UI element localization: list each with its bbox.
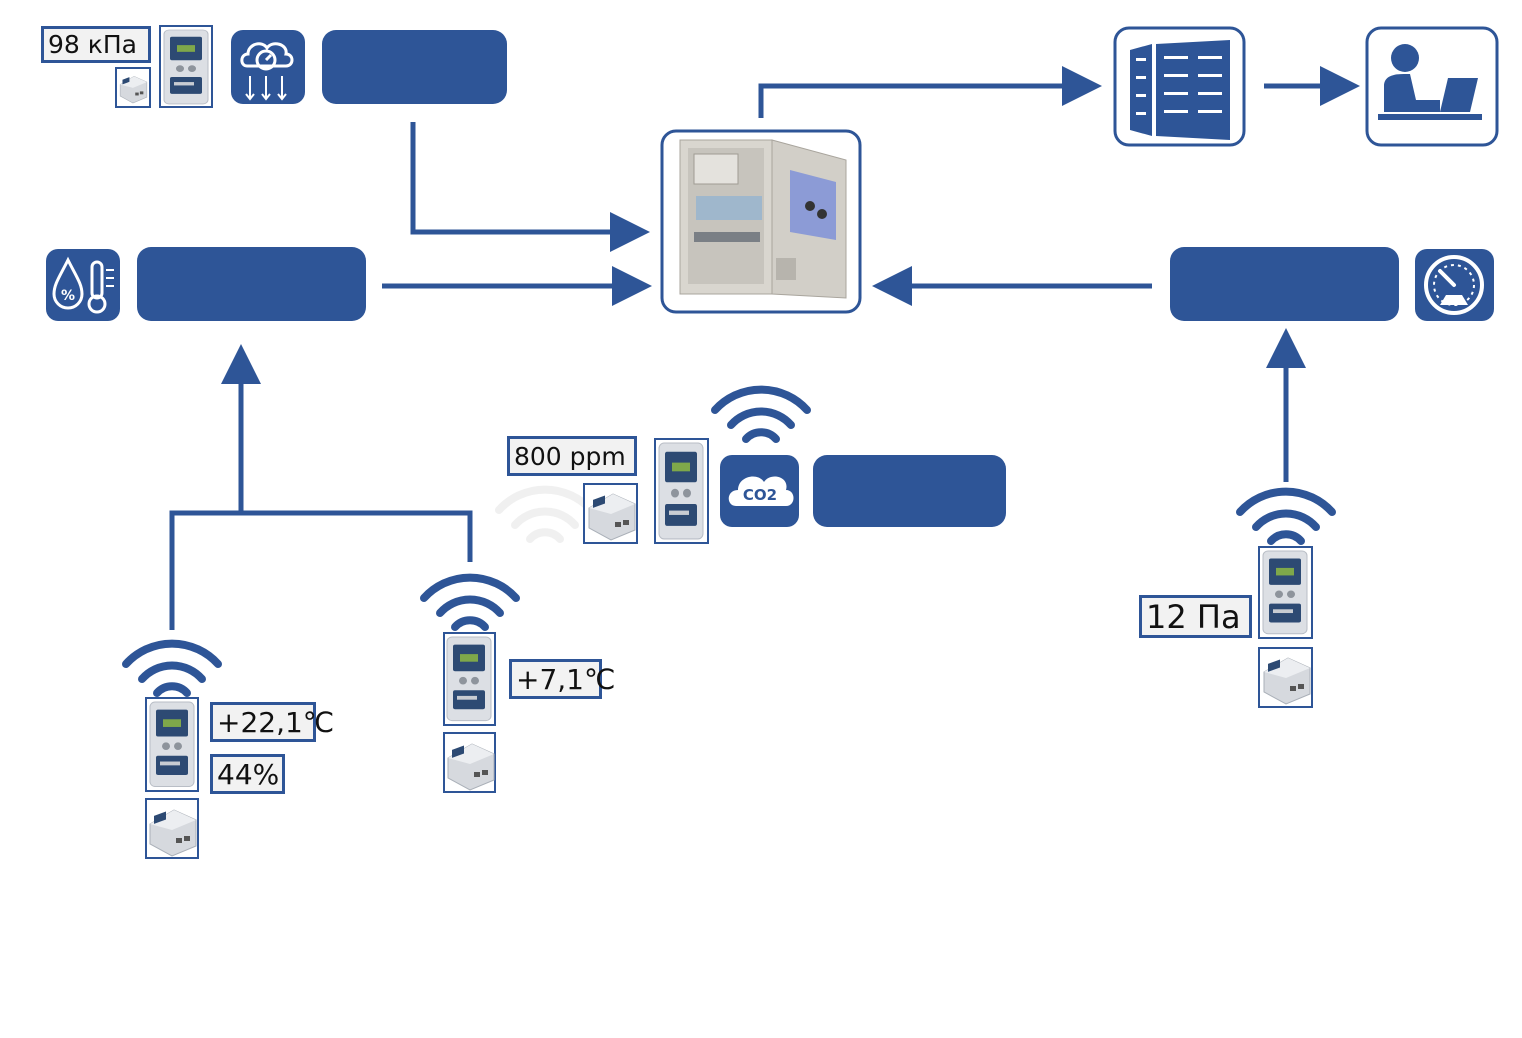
pressure-readout: 98 кПа	[41, 26, 151, 63]
pressure-node	[322, 30, 507, 104]
wifi-icon	[495, 485, 595, 543]
control-cabinet-icon	[660, 129, 862, 314]
speedometer-icon	[1415, 249, 1494, 321]
co2-label: CO2	[743, 486, 777, 504]
sensor-device-icon	[1262, 550, 1308, 635]
sensor-device-icon	[163, 29, 209, 105]
climate-node	[137, 247, 366, 321]
diff-pressure-readout: 12 Па	[1139, 595, 1252, 638]
svg-text:%: %	[61, 288, 75, 304]
humidity-thermometer-icon: %	[46, 249, 120, 321]
co2-readout: 800 ppm	[507, 436, 637, 476]
connector-sensors-to-climate	[169, 510, 473, 630]
indoor-humidity-readout: 44%	[210, 754, 285, 794]
sensor-device-icon	[446, 636, 492, 722]
connector-pressure-to-cabinet	[410, 122, 650, 252]
connector-cabinet-to-server	[758, 66, 1102, 118]
co2-cloud-icon: CO2	[720, 455, 799, 527]
wifi-icon	[1240, 492, 1332, 541]
sensor-device-icon	[658, 442, 704, 540]
wifi-icon	[715, 390, 807, 439]
server-rack-icon	[1113, 26, 1246, 147]
indoor-temp-readout: +22,1℃	[210, 702, 334, 742]
wifi-icon	[126, 644, 218, 693]
wifi-icon	[424, 578, 516, 627]
operator-laptop-icon	[1365, 26, 1499, 147]
pressure-cloud-icon	[231, 30, 305, 104]
sensor-device-icon	[149, 701, 195, 787]
co2-node	[813, 455, 1006, 527]
diff-pressure-node	[1170, 247, 1399, 321]
outdoor-temp-readout: +7,1℃	[509, 659, 615, 699]
